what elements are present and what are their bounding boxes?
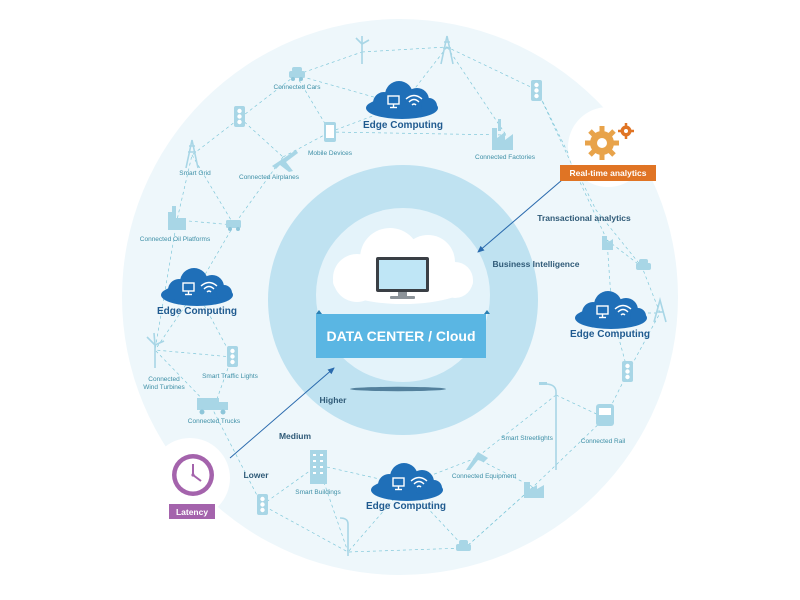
device-label-connected-wind-line1: Connected (148, 376, 180, 383)
connected-truck-icon (197, 398, 228, 415)
data-center-shadow (350, 386, 446, 392)
connected-car-icon (289, 67, 305, 81)
edge-label-left: Edge Computing (157, 306, 237, 317)
device-label-connected-cars: Connected Cars (274, 84, 322, 91)
realtime-label: Real-time analytics (569, 168, 646, 178)
latency-lower-label: Lower (243, 470, 269, 480)
traffic-light-icon-upper-left (234, 106, 245, 127)
device-label-smart-grid: Smart Grid (179, 170, 211, 177)
oil-platform-icon (168, 206, 186, 230)
wifi-icon (200, 281, 218, 293)
latency-badge-label: Latency (176, 507, 208, 517)
realtime-arrow (477, 179, 563, 253)
device-label-connected-wind-line2: Wind Turbines (143, 384, 185, 391)
building-icon (310, 450, 327, 484)
truck-icon-small (226, 220, 241, 231)
device-label-connected-rail: Connected Rail (581, 438, 626, 445)
latency-medium-label: Medium (279, 431, 312, 441)
traffic-light-icon-bottom (257, 494, 268, 515)
edge-label-top: Edge Computing (363, 120, 443, 131)
device-label-smart-buildings: Smart Buildings (295, 489, 341, 496)
clock-icon (172, 454, 214, 496)
factory-icon-right (602, 236, 613, 250)
wind-turbine-icon-left (146, 332, 165, 368)
streetlight-icon-bottom (339, 517, 349, 556)
data-center-title: DATA CENTER / Cloud (326, 328, 475, 344)
device-label-connected-factories: Connected Factories (475, 154, 536, 161)
power-tower-icon-left (185, 139, 199, 169)
device-label-connected-oil-platforms: Connected Oil Platforms (140, 236, 211, 243)
device-label-smart-traffic-lights: Smart Traffic Lights (202, 373, 259, 380)
traffic-light-icon-right (622, 361, 633, 382)
transactional-label: Transactional analytics (537, 213, 631, 223)
realtime-badge[interactable] (560, 165, 656, 181)
latency-badge[interactable] (169, 504, 215, 519)
device-label-connected-trucks: Connected Trucks (188, 418, 241, 425)
edge-node-left[interactable] (161, 268, 233, 306)
latency-higher-label: Higher (320, 395, 348, 405)
traffic-light-icon-top (531, 80, 542, 101)
power-tower-icon-right (653, 296, 667, 323)
gear-icon (585, 123, 634, 160)
device-label-connected-equipment: Connected Equipment (452, 473, 517, 480)
wifi-icon (410, 476, 428, 488)
wifi-icon (614, 304, 632, 316)
latency-arrow (229, 367, 335, 459)
traffic-light-icon-left (227, 346, 238, 367)
monitor-icon (182, 282, 195, 296)
car-icon-bottom (456, 540, 471, 551)
edge-node-right[interactable] (575, 291, 647, 329)
business-intelligence-label: Business Intelligence (493, 259, 580, 269)
monitor-icon (596, 305, 609, 319)
wind-turbine-icon-top (355, 36, 370, 64)
monitor-icon (392, 477, 405, 491)
edge-node-bottom[interactable] (371, 463, 443, 501)
edge-node-top[interactable] (366, 81, 438, 119)
car-icon-right (636, 259, 651, 270)
monitor-icon (387, 95, 400, 109)
airplane-icon (272, 150, 298, 172)
data-center-banner[interactable] (316, 310, 490, 358)
equipment-icon (466, 452, 488, 470)
device-label-smart-streetlights: Smart Streetlights (501, 435, 553, 442)
device-label-mobile-devices: Mobile Devices (308, 150, 353, 157)
device-label-connected-airplanes: Connected Airplanes (239, 174, 300, 181)
factory-icon (492, 119, 513, 150)
edge-label-right: Edge Computing (570, 329, 650, 340)
edge-label-bottom: Edge Computing (366, 501, 446, 512)
monitor-icon (376, 257, 429, 299)
streetlight-icon (539, 382, 557, 470)
mobile-device-icon (324, 122, 336, 142)
wifi-icon (405, 94, 423, 106)
rail-icon (596, 404, 614, 426)
power-tower-icon-top (440, 35, 454, 65)
factory-icon-bottom (524, 482, 544, 498)
